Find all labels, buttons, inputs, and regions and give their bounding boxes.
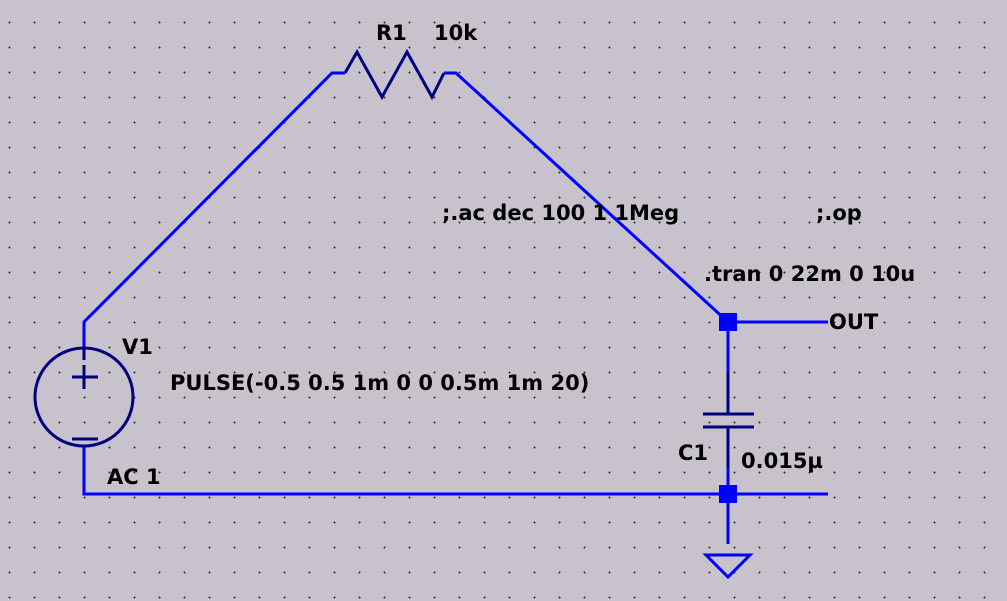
wire-ground-rail[interactable] (82, 446, 828, 496)
ground-icon[interactable] (702, 553, 754, 580)
wire-v1-to-r1[interactable] (82, 71, 345, 348)
r1-value[interactable]: 10k (434, 21, 478, 45)
r1-name[interactable]: R1 (376, 21, 407, 45)
junction-gnd (719, 485, 737, 503)
v1-ac-value[interactable]: AC 1 (107, 465, 161, 489)
ac-directive[interactable]: ;.ac dec 100 1 1Meg (442, 201, 680, 225)
v1-value[interactable]: PULSE(-0.5 0.5 1m 0 0 0.5m 1m 20) (170, 371, 590, 395)
tran-directive[interactable]: .tran 0 22m 0 10u (704, 262, 916, 286)
c1-value[interactable]: 0.015µ (741, 449, 823, 473)
voltage-source-v1-symbol[interactable] (33, 346, 135, 448)
op-directive[interactable]: ;.op (816, 201, 862, 225)
resistor-r1-symbol[interactable] (343, 48, 446, 101)
net-label-out[interactable]: OUT (829, 310, 879, 334)
wire-r1-to-out[interactable] (444, 71, 730, 324)
junction-out (719, 313, 737, 331)
v1-name[interactable]: V1 (122, 335, 153, 359)
c1-name[interactable]: C1 (678, 441, 709, 465)
